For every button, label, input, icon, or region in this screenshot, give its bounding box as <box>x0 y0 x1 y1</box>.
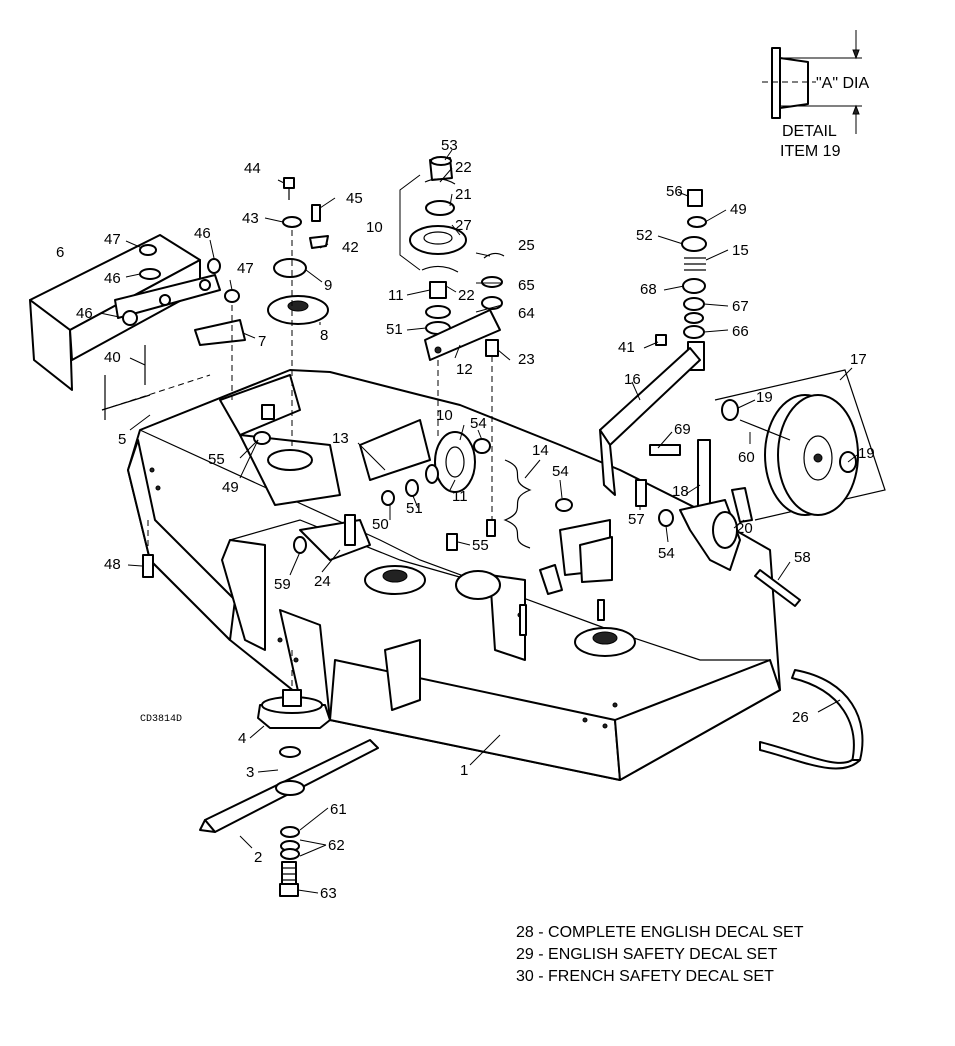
callout-16: 16 <box>624 371 641 388</box>
callout-62: 62 <box>328 837 345 854</box>
callout-18: 18 <box>672 483 689 500</box>
callout-22: 22 <box>455 159 472 176</box>
callout-2: 2 <box>254 849 262 866</box>
callout-61: 61 <box>330 801 347 818</box>
belt-26-tail <box>759 741 861 770</box>
callout-12: 12 <box>456 361 473 378</box>
callout-57: 57 <box>628 511 645 528</box>
callout-46: 46 <box>194 225 211 242</box>
belt-tensioner <box>142 404 613 636</box>
callout-52: 52 <box>636 227 653 244</box>
callout-55b: 55 <box>472 537 489 554</box>
drawing-code: CD3814D <box>140 714 182 725</box>
callout-20: 20 <box>736 520 753 537</box>
callout-22b: 22 <box>458 287 475 304</box>
callout-60: 60 <box>738 449 755 466</box>
callout-56: 56 <box>666 183 683 200</box>
callout-9: 9 <box>324 277 332 294</box>
callout-55: 55 <box>208 451 225 468</box>
callout-6: 6 <box>56 244 64 261</box>
callout-10b: 10 <box>436 407 453 424</box>
callout-19b: 19 <box>858 445 875 462</box>
callout-27: 27 <box>455 217 472 234</box>
callout-43: 43 <box>242 210 259 227</box>
left-fastener-stack <box>139 177 329 450</box>
callout-65: 65 <box>518 277 535 294</box>
callout-51: 51 <box>386 321 403 338</box>
callout-3: 3 <box>246 764 254 781</box>
center-idler-stack <box>399 156 505 537</box>
callout-21: 21 <box>455 186 472 203</box>
callout-25: 25 <box>518 237 535 254</box>
callout-8: 8 <box>320 327 328 344</box>
callout-49: 49 <box>222 479 239 496</box>
callout-54: 54 <box>470 415 487 432</box>
callout-64: 64 <box>518 305 535 322</box>
callout-labels: 53 22 21 27 10 25 65 11 22 64 51 12 23 4… <box>56 137 875 902</box>
callout-47: 47 <box>104 231 121 248</box>
blade-spindle-assembly <box>199 650 379 897</box>
callout-41: 41 <box>618 339 635 356</box>
callout-47b: 47 <box>237 260 254 277</box>
detail-dim-label: "A" DIA <box>816 75 869 92</box>
caster-wheel-assembly <box>599 189 886 607</box>
callout-1: 1 <box>460 762 468 779</box>
callout-51b: 51 <box>406 500 423 517</box>
callout-46b: 46 <box>104 270 121 287</box>
callout-7: 7 <box>258 333 266 350</box>
legend-item: 28 - COMPLETE ENGLISH DECAL SET <box>516 924 804 941</box>
callout-45: 45 <box>346 190 363 207</box>
detail-title: DETAIL <box>782 123 837 140</box>
callout-59: 59 <box>274 576 291 593</box>
callout-15: 15 <box>732 242 749 259</box>
callout-13: 13 <box>332 430 349 447</box>
callout-40: 40 <box>104 349 121 366</box>
callout-14: 14 <box>532 442 549 459</box>
callout-69: 69 <box>674 421 691 438</box>
callout-44: 44 <box>244 160 261 177</box>
detail-subtitle: ITEM 19 <box>780 143 841 160</box>
callout-24: 24 <box>314 573 331 590</box>
callout-17: 17 <box>850 351 867 368</box>
baffle-assembly <box>29 234 246 420</box>
callout-67: 67 <box>732 298 749 315</box>
callout-46c: 46 <box>76 305 93 322</box>
callout-4: 4 <box>238 730 246 747</box>
detail-item-19: "A" DIA DETAIL ITEM 19 <box>762 30 869 160</box>
callout-49b: 49 <box>730 201 747 218</box>
callout-53: 53 <box>441 137 458 154</box>
callout-5: 5 <box>118 431 126 448</box>
legend-item: 29 - ENGLISH SAFETY DECAL SET <box>516 946 778 963</box>
callout-58: 58 <box>794 549 811 566</box>
callout-11: 11 <box>388 287 404 304</box>
callout-66: 66 <box>732 323 749 340</box>
callout-54c: 54 <box>658 545 675 562</box>
callout-54b: 54 <box>552 463 569 480</box>
callout-23: 23 <box>518 351 535 368</box>
decal-legend: 28 - COMPLETE ENGLISH DECAL SET 29 - ENG… <box>516 924 804 985</box>
callout-11b: 11 <box>452 488 468 505</box>
callout-26: 26 <box>792 709 809 726</box>
callout-63: 63 <box>320 885 337 902</box>
callout-68: 68 <box>640 281 657 298</box>
callout-50: 50 <box>372 516 389 533</box>
callout-19: 19 <box>756 389 773 406</box>
legend-item: 30 - FRENCH SAFETY DECAL SET <box>516 968 774 985</box>
callout-10: 10 <box>366 219 383 236</box>
callout-48: 48 <box>104 556 121 573</box>
callout-42: 42 <box>342 239 359 256</box>
mower-deck <box>127 369 781 781</box>
leader-lines <box>99 149 858 894</box>
